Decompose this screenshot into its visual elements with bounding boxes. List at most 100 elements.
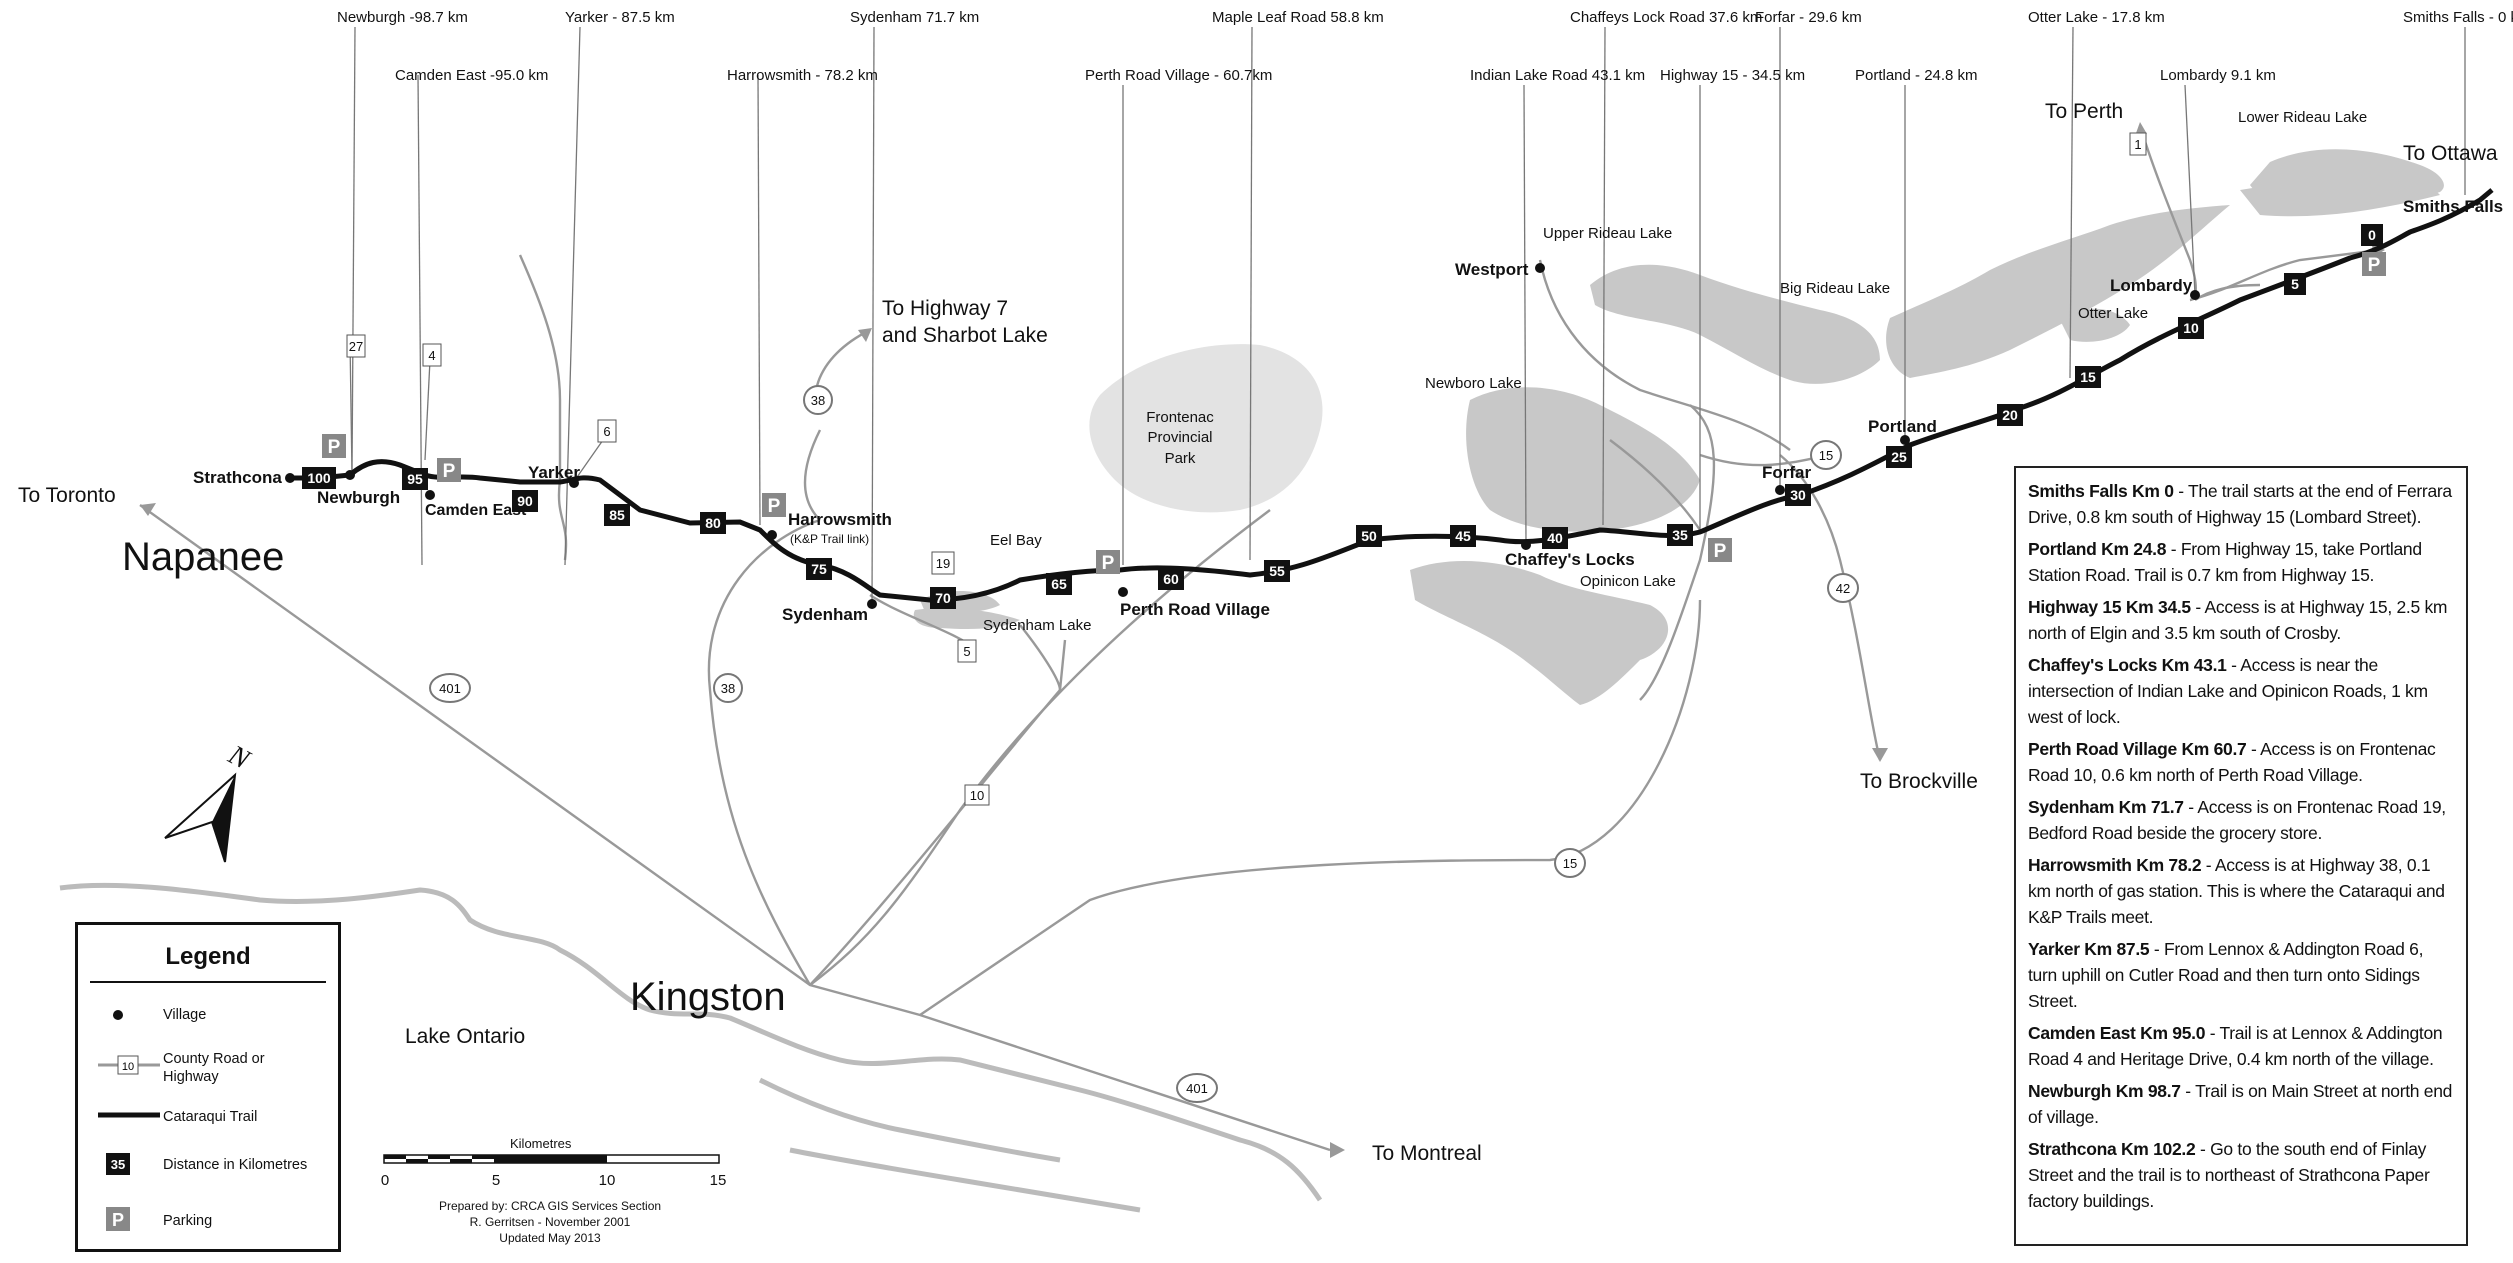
- label-upper-rideau: Upper Rideau Lake: [1543, 225, 1672, 242]
- km-marker-5: 5: [2284, 273, 2306, 295]
- place-harrowsmith: Harrowsmith: [788, 510, 892, 529]
- km-marker-90: 90: [512, 490, 538, 512]
- svg-text:40: 40: [1547, 530, 1563, 546]
- svg-text:70: 70: [935, 590, 951, 606]
- road-10-shield: 10: [964, 784, 990, 806]
- km-marker-10: 10: [2178, 317, 2204, 339]
- top-label-harrowsmith: Harrowsmith - 78.2 km: [727, 67, 878, 84]
- svg-text:P: P: [1102, 553, 1115, 574]
- km-marker-80: 80: [700, 512, 726, 534]
- svg-text:15: 15: [710, 1172, 727, 1189]
- top-label-chaffeys: Chaffeys Lock Road 37.6 km: [1570, 9, 1762, 26]
- parking-newburgh: P: [322, 434, 346, 458]
- access-entry: Chaffey's Locks Km 43.1 - Access is near…: [2028, 655, 2428, 727]
- place-labels: Strathcona Newburgh Camden East Yarker H…: [193, 197, 2503, 624]
- svg-text:50: 50: [1361, 528, 1377, 544]
- highway-shields: 38 38 15 15 42 401 401: [429, 385, 1859, 1103]
- km-marker-85: 85: [604, 504, 630, 526]
- access-entry: Newburgh Km 98.7 - Trail is on Main Stre…: [2028, 1081, 2453, 1127]
- svg-text:15: 15: [2080, 369, 2096, 385]
- svg-text:38: 38: [721, 681, 735, 696]
- top-label-indian-lake: Indian Lake Road 43.1 km: [1470, 67, 1645, 84]
- legend-title: Legend: [165, 943, 251, 970]
- village-dot-icon: [113, 1010, 123, 1020]
- svg-text:P: P: [768, 496, 781, 517]
- legend-parking: P Parking: [78, 1207, 340, 1247]
- place-forfar: Forfar: [1762, 463, 1812, 482]
- label-big-rideau: Big Rideau Lake: [1780, 280, 1890, 297]
- legend-county-road: 10 County Road or Highway: [78, 1047, 340, 1087]
- place-camden-east: Camden East: [425, 502, 527, 519]
- top-label-camden-east: Camden East -95.0 km: [395, 67, 548, 84]
- svg-text:Frontenac: Frontenac: [1146, 409, 1214, 426]
- svg-text:25: 25: [1891, 449, 1907, 465]
- label-sharbot-lake: and Sharbot Lake: [882, 324, 1048, 347]
- top-label-lombardy: Lombardy 9.1 km: [2160, 67, 2276, 84]
- km-markers: 100 95 90 85 80 75 70 65 60 55 50 45 40 …: [302, 224, 2383, 609]
- svg-text:5: 5: [963, 644, 970, 659]
- svg-text:4: 4: [428, 348, 435, 363]
- svg-text:35: 35: [111, 1157, 125, 1172]
- svg-text:5: 5: [2291, 276, 2299, 292]
- sydenham-lake: [913, 608, 1020, 630]
- svg-text:75: 75: [811, 561, 827, 577]
- access-entry: Portland Km 24.8 - From Highway 15, take…: [2028, 539, 2422, 585]
- top-label-yarker: Yarker - 87.5 km: [565, 9, 675, 26]
- label-to-ottawa: To Ottawa: [2403, 142, 2498, 165]
- km-marker-15: 15: [2075, 366, 2101, 388]
- arrow-to-toronto: [140, 503, 156, 516]
- top-label-highway15: Highway 15 - 34.5 km: [1660, 67, 1805, 84]
- svg-text:15: 15: [1563, 856, 1577, 871]
- label-sydenham-lake: Sydenham Lake: [983, 617, 1091, 634]
- km-marker-25: 25: [1886, 446, 1912, 468]
- newboro-lake: [1466, 387, 1700, 532]
- label-eel-bay: Eel Bay: [990, 532, 1042, 549]
- legend-village: Village: [78, 1003, 340, 1043]
- place-westport: Westport: [1455, 260, 1529, 279]
- svg-text:35: 35: [1672, 527, 1688, 543]
- place-portland: Portland: [1868, 417, 1937, 436]
- label-to-toronto: To Toronto: [18, 484, 116, 507]
- top-label-portland: Portland - 24.8 km: [1855, 67, 1978, 84]
- water-bodies: [913, 149, 2444, 705]
- svg-text:27: 27: [349, 339, 363, 354]
- svg-text:55: 55: [1269, 563, 1285, 579]
- arrow-to-brockville: [1872, 748, 1888, 762]
- label-to-perth: To Perth: [2045, 100, 2123, 123]
- svg-text:10: 10: [599, 1172, 616, 1189]
- top-label-forfar: Forfar - 29.6 km: [1755, 9, 1862, 26]
- legend-trail: Cataraqui Trail: [98, 1109, 258, 1125]
- highway-15-south-shield: 15: [1554, 848, 1586, 878]
- km-marker-30: 30: [1785, 484, 1811, 506]
- top-label-sydenham: Sydenham 71.7 km: [850, 9, 979, 26]
- km-marker-50: 50: [1356, 525, 1382, 547]
- place-strathcona: Strathcona: [193, 468, 282, 487]
- label-opinicon: Opinicon Lake: [1580, 573, 1676, 590]
- label-to-montreal: To Montreal: [1372, 1142, 1482, 1165]
- road-5-shield: 5: [957, 639, 977, 663]
- map-credits: Prepared by: CRCA GIS Services Section R…: [438, 1199, 662, 1245]
- top-km-labels: Newburgh -98.7 km Camden East -95.0 km Y…: [337, 9, 2513, 84]
- svg-text:85: 85: [609, 507, 625, 523]
- km-marker-65: 65: [1046, 573, 1072, 595]
- access-entry: Perth Road Village Km 60.7 - Access is o…: [2028, 739, 2436, 785]
- otter-lake: [2060, 308, 2130, 342]
- km-marker-35: 35: [1667, 524, 1693, 546]
- lake-ontario-shoreline: [59, 882, 1323, 1213]
- km-marker-55: 55: [1264, 560, 1290, 582]
- label-napanee: Napanee: [122, 535, 284, 579]
- direction-labels: To Toronto To Highway 7 and Sharbot Lake…: [18, 100, 2498, 1165]
- place-newburgh: Newburgh: [317, 488, 400, 507]
- legend-distance: 35 Distance in Kilometres: [78, 1151, 340, 1191]
- highway-401-east-shield: 401: [1176, 1073, 1218, 1103]
- svg-text:10: 10: [2183, 320, 2199, 336]
- svg-text:401: 401: [439, 681, 461, 696]
- frontenac-park: [1089, 344, 1323, 513]
- highway-38-south-shield: 38: [713, 673, 743, 703]
- km-marker-95: 95: [402, 468, 428, 490]
- access-info-panel: Smiths Falls Km 0 - The trail starts at …: [2014, 466, 2468, 1246]
- place-smiths-falls: Smiths Falls: [2403, 197, 2503, 216]
- svg-text:Provincial: Provincial: [1147, 429, 1212, 446]
- arrow-to-highway7: [858, 328, 872, 342]
